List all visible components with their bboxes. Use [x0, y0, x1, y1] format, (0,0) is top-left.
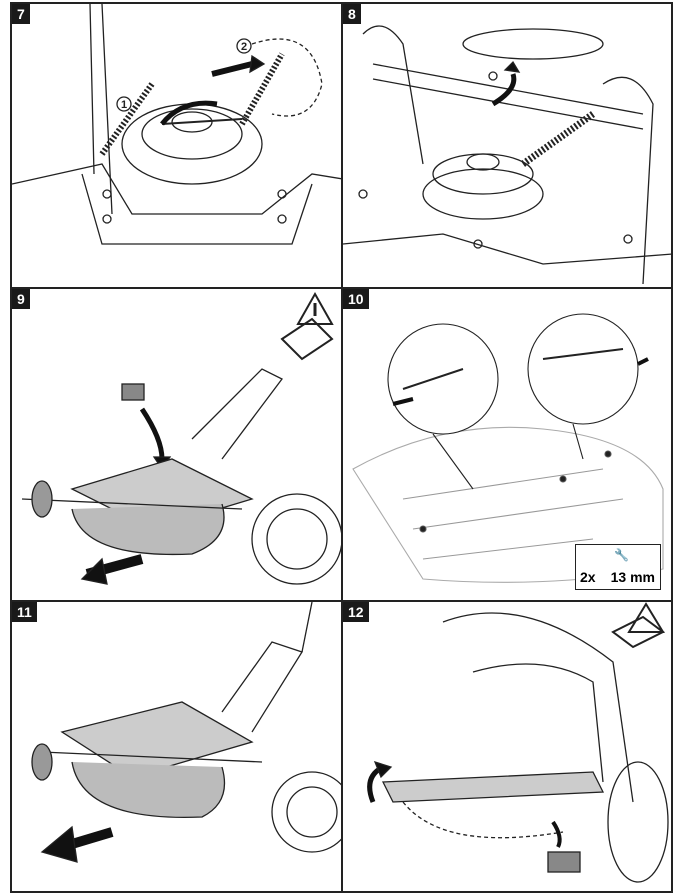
step-number: 8 [343, 4, 361, 24]
instruction-grid: 7 1 2 8 [10, 2, 673, 893]
step-10-panel: 10 🔧 2x 13 mm [342, 288, 672, 601]
deck-bolts-illustration [352, 313, 664, 583]
wrench-icon: 🔧 [614, 548, 629, 562]
callout-1: 1 [121, 99, 127, 111]
step-8-panel: 8 [342, 3, 672, 288]
step-12-panel: 12 [342, 601, 672, 892]
lift-deck-front-illustration [367, 602, 669, 883]
wrench-size: 13 mm [610, 569, 655, 585]
step-number: 12 [343, 602, 369, 622]
step-number: 7 [12, 4, 30, 24]
callout-2: 2 [241, 41, 247, 53]
step-7-panel: 7 1 2 [11, 3, 342, 288]
pulley-spring-illustration [343, 25, 671, 285]
step-9-panel: 9 [11, 288, 342, 601]
step-number: 10 [343, 289, 369, 309]
bolt-quantity: 2x [580, 569, 596, 585]
tool-spec-box: 🔧 2x 13 mm [575, 544, 661, 590]
mower-deck-removal-illustration [21, 291, 341, 585]
pull-deck-out-illustration [31, 602, 341, 863]
belt-tensioner-spring-illustration: 1 2 [12, 4, 341, 245]
step-number: 9 [12, 289, 30, 309]
step-11-panel: 11 [11, 601, 342, 892]
warning-icon [280, 317, 334, 361]
step-number: 11 [12, 602, 37, 622]
